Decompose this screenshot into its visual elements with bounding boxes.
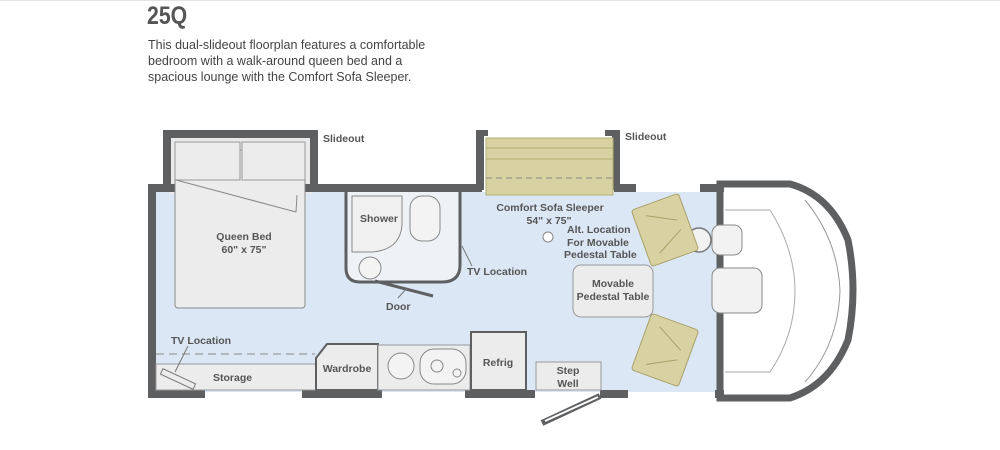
burner-icon [430,359,444,373]
bath-door [374,279,434,298]
front-slideout-label: Slideout [625,131,667,143]
alt-location-label: Alt. Location [567,224,631,236]
burner-icon [452,368,462,378]
toilet-icon [409,195,441,242]
comfort-sofa-sleeper [485,137,614,196]
shower [351,195,403,253]
wardrobe [315,343,379,391]
wardrobe-label: Wardrobe [323,363,372,375]
storage [155,363,317,391]
door-label: Door [386,301,411,313]
alt-table-location-icon [542,231,554,243]
alt-location-label: For Movable [567,237,629,249]
bed-sheet-fold [175,179,298,213]
description-line: bedroom with a walk-around queen bed and… [148,54,403,68]
model-description: This dual-slideout floorplan features a … [148,37,438,85]
table-label: Movable [592,278,634,290]
queen-bed-size: 60" x 75" [222,244,267,256]
door-leader [397,287,408,299]
rear-slideout-label: Slideout [323,133,365,145]
movable-pedestal-table [572,264,654,318]
storage-label: Storage [213,372,252,384]
sofa-size: 54" x 75" [527,215,572,227]
tv-location-bath-label: TV Location [467,266,527,278]
entry-door-inner [544,396,599,422]
description-line: This dual-slideout floorplan features a … [148,38,426,52]
queen-bed-label: Queen Bed [216,231,271,243]
driver-seat [711,224,743,256]
tv-location-rear-label: TV Location [171,335,231,347]
dashboard [725,209,796,373]
recliner-chair [631,313,699,387]
windshield [804,199,841,383]
cab [716,180,857,402]
pillow [241,141,306,181]
sofa-label: Comfort Sofa Sleeper [496,202,603,214]
passenger-seat [711,267,763,314]
recliner-chair [631,193,699,267]
walls [148,130,724,398]
tv-rear-leader [174,345,189,373]
sink-icon [358,256,382,280]
top-rule [0,0,1000,1]
alt-location-label: Pedestal Table [564,249,637,261]
galley-sink-icon [387,352,415,380]
step-well-label: Step [557,365,580,377]
description-line: spacious lounge with the Comfort Sofa Sl… [148,70,412,84]
step-well [535,361,602,391]
pillow [174,141,241,181]
step-well-label: Well [557,378,578,390]
refrig-label: Refrig [483,357,513,369]
model-title: 25Q [147,2,188,30]
tv-rear [159,368,197,390]
refrigerator [470,331,527,391]
shower-label: Shower [360,213,398,225]
tv-leader [461,245,473,267]
table-label: Pedestal Table [577,291,650,303]
